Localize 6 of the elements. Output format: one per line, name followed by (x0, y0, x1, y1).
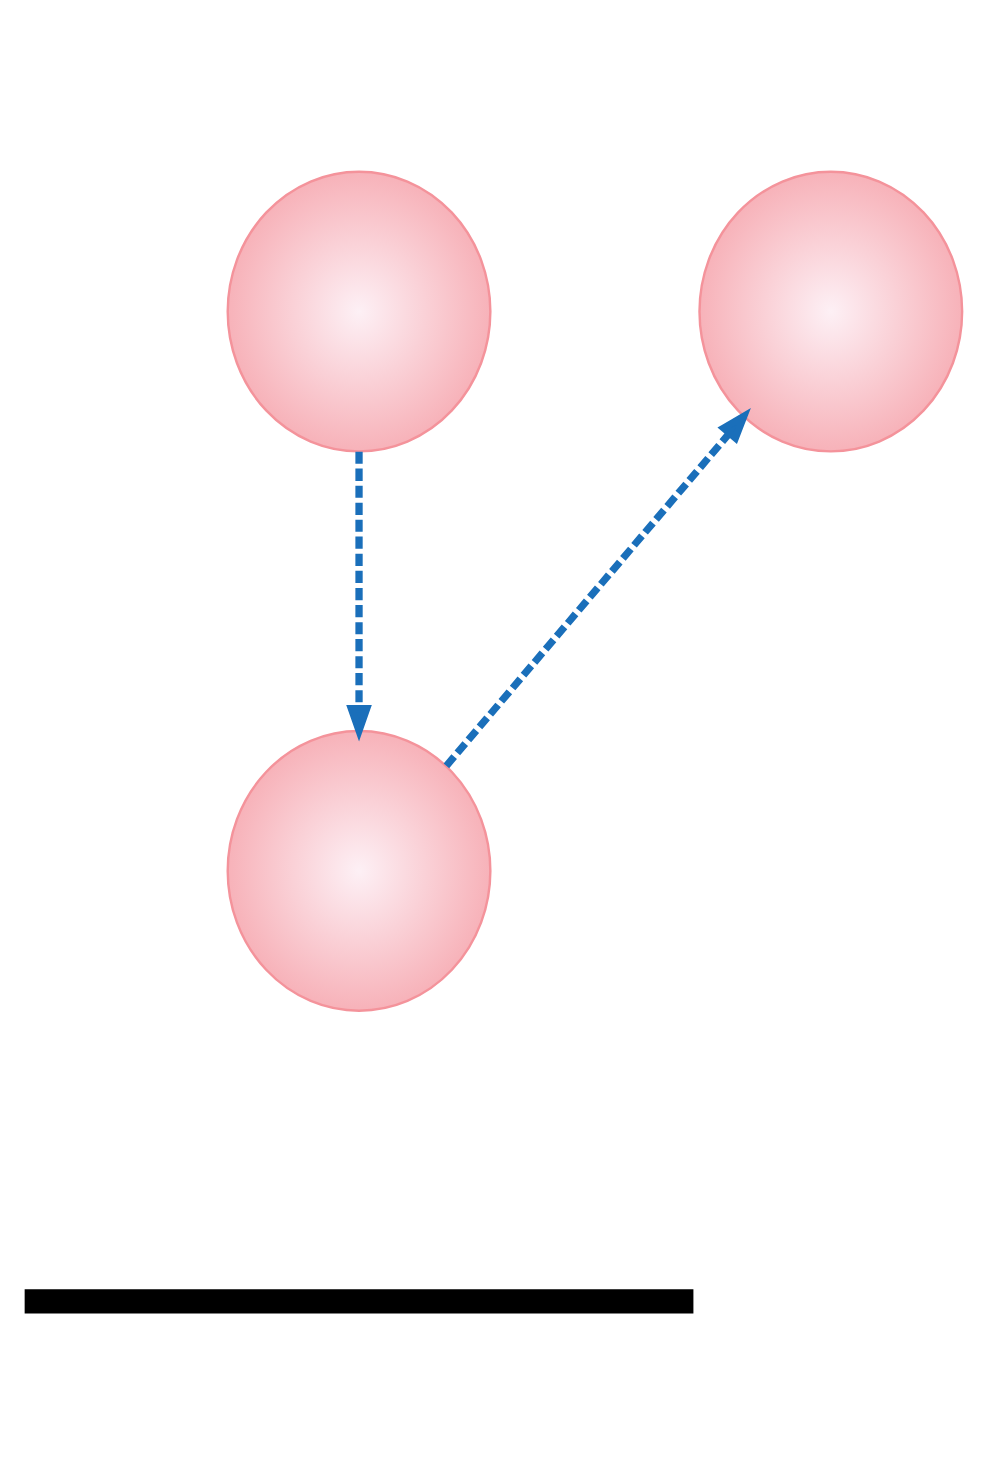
node-circle (698, 170, 964, 453)
node-circle (226, 170, 492, 453)
node-bar (24, 1289, 694, 1314)
arrow (346, 451, 372, 742)
arrow (443, 407, 751, 769)
node-circle (226, 729, 492, 1012)
